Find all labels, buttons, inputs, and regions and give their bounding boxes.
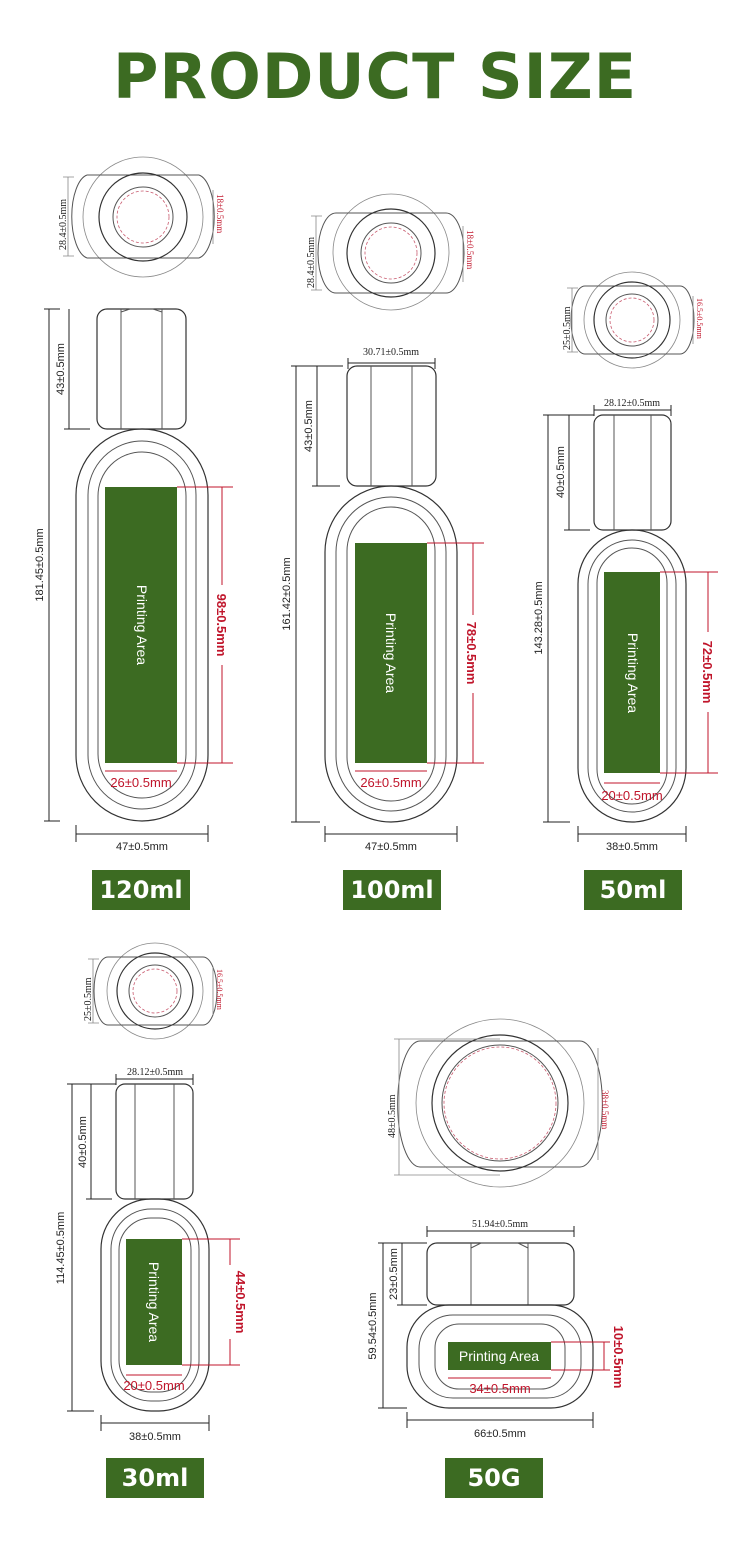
- bottle-120ml: Printing Area: [75, 308, 209, 822]
- print-width-30ml: 20±0.5mm: [123, 1378, 184, 1393]
- print-height-50g: 10±0.5mm: [611, 1326, 626, 1389]
- top-view-100ml: 28.4±0.5mm 18±0.5mm: [306, 193, 475, 311]
- top-view-30ml: 25±0.5mm 16.5±0.5mm: [83, 942, 224, 1040]
- jar-50g: Printing Area: [406, 1242, 594, 1409]
- print-height-50ml: 72±0.5mm: [700, 641, 715, 704]
- top-width-100ml: 30.71±0.5mm: [363, 347, 419, 358]
- neck-120ml: 18±0.5mm: [215, 194, 225, 233]
- width-30ml: 38±0.5mm: [129, 1431, 181, 1443]
- cap-height-50g: 23±0.5mm: [388, 1248, 400, 1300]
- printing-area-label-50g: Printing Area: [459, 1348, 539, 1364]
- printing-area-label-120ml: Printing Area: [134, 585, 150, 665]
- product-30ml: 25±0.5mm 16.5±0.5mm 28.12±0.5mm Printing…: [55, 942, 248, 1443]
- print-width-50g: 34±0.5mm: [469, 1381, 530, 1396]
- top-width-50ml: 28.12±0.5mm: [604, 398, 660, 409]
- cap-width-50ml: 25±0.5mm: [562, 306, 573, 350]
- print-height-120ml: 98±0.5mm: [214, 594, 229, 657]
- size-label-120ml: 120ml: [92, 870, 190, 910]
- cap-width-50g: 48±0.5mm: [387, 1094, 398, 1138]
- neck-30ml: 16.5±0.5mm: [215, 969, 224, 1011]
- print-width-50ml: 20±0.5mm: [601, 788, 662, 803]
- cap-width-30ml: 25±0.5mm: [83, 977, 94, 1021]
- top-view-50g: 48±0.5mm 38±0.5mm: [387, 1018, 610, 1188]
- cap-height-30ml: 40±0.5mm: [77, 1116, 89, 1168]
- height-100ml: 161.42±0.5mm: [281, 557, 293, 630]
- printing-area-label-100ml: Printing Area: [383, 613, 399, 693]
- neck-100ml: 18±0.5mm: [465, 230, 475, 269]
- product-50g: 48±0.5mm 38±0.5mm 51.94±0.5mm Printing A…: [367, 1018, 626, 1440]
- bottle-100ml: Printing Area: [324, 365, 458, 823]
- bottle-30ml: Printing Area: [100, 1083, 210, 1412]
- height-30ml: 114.45±0.5mm: [55, 1212, 67, 1284]
- printing-area-120ml: [105, 487, 177, 763]
- product-50ml: 25±0.5mm 16.5±0.5mm 28.12±0.5mm Printing…: [533, 271, 718, 853]
- height-120ml: 181.45±0.5mm: [34, 528, 46, 601]
- print-width-100ml: 26±0.5mm: [360, 775, 421, 790]
- print-height-100ml: 78±0.5mm: [464, 622, 479, 685]
- printing-area-50g: [448, 1342, 551, 1370]
- size-label-30ml: 30ml: [106, 1458, 204, 1498]
- width-50ml: 38±0.5mm: [606, 841, 658, 853]
- page-title: PRODUCT SIZE: [112, 40, 638, 113]
- printing-area-30ml: [126, 1239, 182, 1365]
- cap-height-100ml: 43±0.5mm: [303, 400, 315, 452]
- width-100ml: 47±0.5mm: [365, 841, 417, 853]
- top-width-50g: 51.94±0.5mm: [472, 1219, 528, 1230]
- top-view-120ml: 28.4±0.5mm 18±0.5mm: [58, 156, 225, 278]
- print-width-120ml: 26±0.5mm: [110, 775, 171, 790]
- top-view-50ml: 25±0.5mm 16.5±0.5mm: [562, 271, 704, 369]
- printing-area-label-50ml: Printing Area: [625, 633, 641, 713]
- neck-50ml: 16.5±0.5mm: [695, 298, 704, 340]
- printing-area-50ml: [604, 572, 660, 773]
- product-100ml: 28.4±0.5mm 18±0.5mm 30.71±0.5mm Printing…: [281, 193, 484, 853]
- product-120ml: 28.4±0.5mm 18±0.5mm Printing Area 181.45…: [34, 156, 233, 853]
- cap-width-120ml: 28.4±0.5mm: [58, 199, 69, 250]
- printing-area-label-30ml: Printing Area: [146, 1262, 162, 1342]
- size-label-50ml: 50ml: [584, 870, 682, 910]
- width-50g: 66±0.5mm: [474, 1428, 526, 1440]
- cap-width-100ml: 28.4±0.5mm: [306, 237, 317, 288]
- size-label-50g: 50G: [445, 1458, 543, 1498]
- print-height-30ml: 44±0.5mm: [233, 1271, 248, 1334]
- top-width-30ml: 28.12±0.5mm: [127, 1067, 183, 1078]
- cap-height-120ml: 43±0.5mm: [55, 343, 67, 395]
- printing-area-100ml: [355, 543, 427, 763]
- size-label-100ml: 100ml: [343, 870, 441, 910]
- bottle-50ml: Printing Area: [577, 414, 687, 823]
- height-50ml: 143.28±0.5mm: [533, 581, 545, 654]
- height-50g: 59.54±0.5mm: [367, 1292, 379, 1359]
- width-120ml: 47±0.5mm: [116, 841, 168, 853]
- cap-height-50ml: 40±0.5mm: [555, 446, 567, 498]
- neck-50g: 38±0.5mm: [600, 1090, 610, 1129]
